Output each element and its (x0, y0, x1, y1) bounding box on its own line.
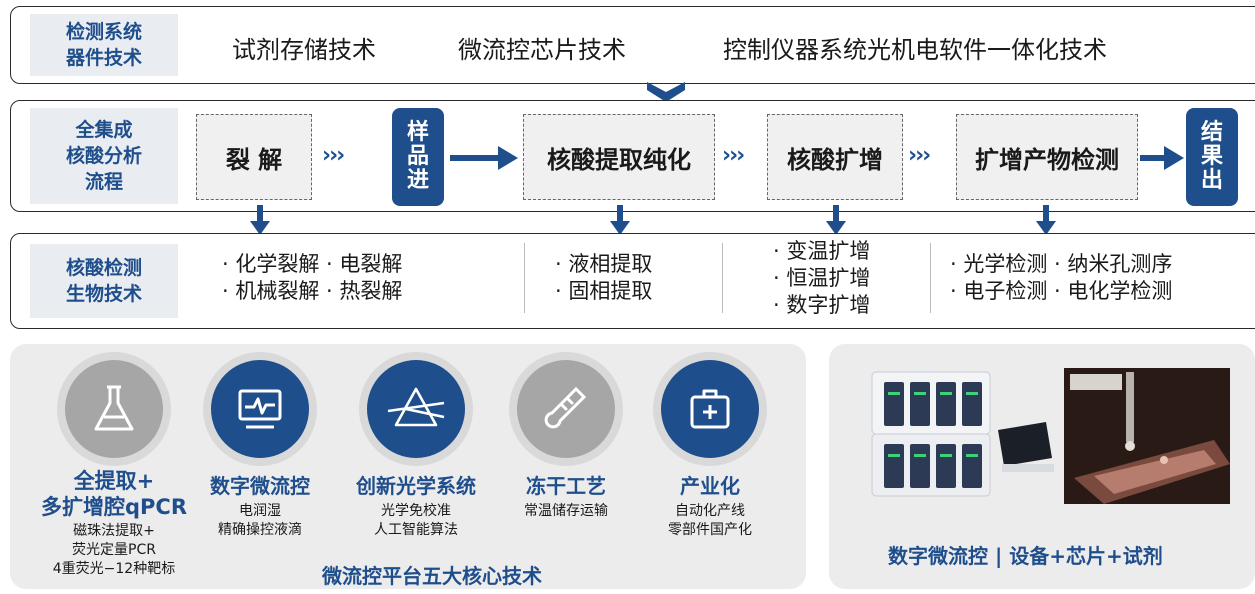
step-amplification: 核酸扩增 (767, 114, 903, 200)
prism-icon (387, 387, 445, 427)
tech-amp-line2: · 恒温扩增 (773, 266, 871, 290)
tech-det-line1: · 光学检测 · 纳米孔测序 (950, 252, 1173, 276)
tech3-sub-line2: 人工智能算法 (374, 522, 458, 538)
tech-circle (57, 352, 171, 466)
tech3-title-line1: 创新光学系统 (356, 474, 476, 498)
tech-extraction-line2: · 固相提取 (555, 279, 653, 303)
tech-amp-line3: · 数字扩增 (773, 293, 871, 317)
row1-item-reagent-storage: 试剂存储技术 (232, 36, 376, 64)
tech-subtitle: 光学免校准 人工智能算法 (336, 502, 496, 540)
row1-item-control-system: 控制仪器系统光机电软件一体化技术 (723, 36, 1107, 64)
result-out-char2: 果 (1200, 144, 1223, 169)
tech-circle (653, 352, 767, 466)
instrument-image (871, 371, 1054, 497)
chip-photo (1064, 368, 1230, 504)
tech5-sub-line2: 零部件国产化 (668, 522, 752, 538)
tech-amp-line1: · 变温扩增 (773, 239, 871, 263)
row-detection-devices (10, 6, 1255, 84)
chevron-icon: ››› (322, 143, 345, 168)
tech2-sub-line1: 电润湿 (239, 503, 281, 519)
tech2-title-line1: 数字微流控 (210, 474, 310, 498)
tech1-sub-line1: 磁珠法提取+ (73, 523, 155, 539)
tech5-sub-line1: 自动化产线 (675, 503, 745, 519)
row2-label-line2: 核酸分析 (65, 145, 142, 167)
tech-circle (509, 352, 623, 466)
tech-title: 创新光学系统 (336, 470, 496, 499)
tech5-title-line1: 产业化 (680, 474, 740, 498)
tech-title: 全提取+ 多扩增腔qPCR (28, 468, 200, 520)
tech-circle (203, 352, 317, 466)
result-out-box: 结 果 出 (1186, 108, 1238, 206)
divider (722, 243, 723, 313)
medkit-icon (690, 389, 730, 429)
row2-label-line3: 流程 (84, 171, 123, 193)
row-bio-techniques (10, 233, 1255, 329)
tech-extraction-line1: · 液相提取 (555, 252, 653, 276)
product-caption: 数字微流控 | 设备+芯片+试剂 (888, 544, 1163, 568)
tech2-sub-line2: 精确操控液滴 (218, 522, 302, 538)
chevron-icon: ››› (908, 143, 931, 168)
tech4-title-line1: 冻干工艺 (526, 474, 606, 498)
tech-det-line2: · 电子检测 · 电化学检测 (950, 279, 1173, 303)
tech1-sub-line3: 4重荧光−12种靶标 (52, 561, 176, 577)
tech-circle (359, 352, 473, 466)
tech-title: 数字微流控 (180, 470, 340, 499)
result-out-char3: 出 (1200, 168, 1223, 193)
tech3-sub-line1: 光学免校准 (381, 503, 451, 519)
platform-caption: 微流控平台五大核心技术 (322, 564, 542, 588)
arrow-right-icon (450, 146, 518, 170)
tech-lysis-line2: · 机械裂解 · 热裂解 (222, 279, 403, 303)
monitor-icon (238, 389, 282, 429)
row1-label-line1: 检测系统 (65, 21, 142, 43)
tech1-sub-line2: 荧光定量PCR (72, 542, 156, 558)
sample-in-char3: 进 (406, 168, 429, 193)
result-out-char1: 结 (1200, 120, 1223, 145)
tech-group-extraction: · 液相提取 · 固相提取 (555, 251, 652, 305)
step-extraction: 核酸提取纯化 (523, 114, 715, 200)
sample-in-char1: 样 (406, 120, 429, 145)
tech-title: 产业化 (640, 470, 780, 499)
tech-lysis-line1: · 化学裂解 · 电裂解 (222, 252, 403, 276)
divider (930, 243, 931, 313)
row1-item-chip: 微流控芯片技术 (458, 36, 626, 64)
tech-subtitle: 常温储存运输 (496, 502, 636, 521)
tech1-title-line1: 全提取+ (73, 469, 155, 493)
arrow-right-icon (1140, 146, 1184, 170)
arrow-down-icon (250, 205, 270, 235)
row1-label: 检测系统 器件技术 (30, 14, 178, 76)
row1-label-line2: 器件技术 (65, 47, 142, 69)
step-lysis: 裂 解 (196, 114, 312, 200)
step-detection: 扩增产物检测 (956, 114, 1138, 200)
tech-group-amplification: · 变温扩增 · 恒温扩增 · 数字扩增 (773, 238, 870, 319)
divider (524, 243, 525, 313)
arrow-down-icon (1036, 205, 1056, 235)
row3-label: 核酸检测 生物技术 (30, 244, 178, 318)
flask-icon (94, 385, 134, 431)
tech-group-lysis: · 化学裂解 · 电裂解 · 机械裂解 · 热裂解 (222, 251, 402, 305)
tech-subtitle: 自动化产线 零部件国产化 (640, 502, 780, 540)
tech-title: 冻干工艺 (496, 470, 636, 499)
sample-in-box: 样 品 进 (392, 108, 444, 206)
chevron-down-icon (647, 82, 685, 102)
tech-subtitle: 磁珠法提取+ 荧光定量PCR 4重荧光−12种靶标 (28, 522, 200, 579)
tech-subtitle: 电润湿 精确操控液滴 (180, 502, 340, 540)
arrow-down-icon (826, 205, 846, 235)
chevron-icon: ››› (722, 143, 745, 168)
thermometer-icon (544, 386, 587, 429)
row2-label-line1: 全集成 (75, 119, 133, 141)
arrow-down-icon (610, 205, 630, 235)
sample-in-char2: 品 (406, 144, 429, 169)
tech1-title-line2: 多扩增腔qPCR (40, 495, 187, 519)
tech4-sub-line1: 常温储存运输 (524, 503, 608, 519)
row3-label-line2: 生物技术 (65, 283, 142, 305)
tech-group-detection: · 光学检测 · 纳米孔测序 · 电子检测 · 电化学检测 (950, 251, 1172, 305)
row2-label: 全集成 核酸分析 流程 (30, 108, 178, 204)
row3-label-line1: 核酸检测 (65, 257, 142, 279)
